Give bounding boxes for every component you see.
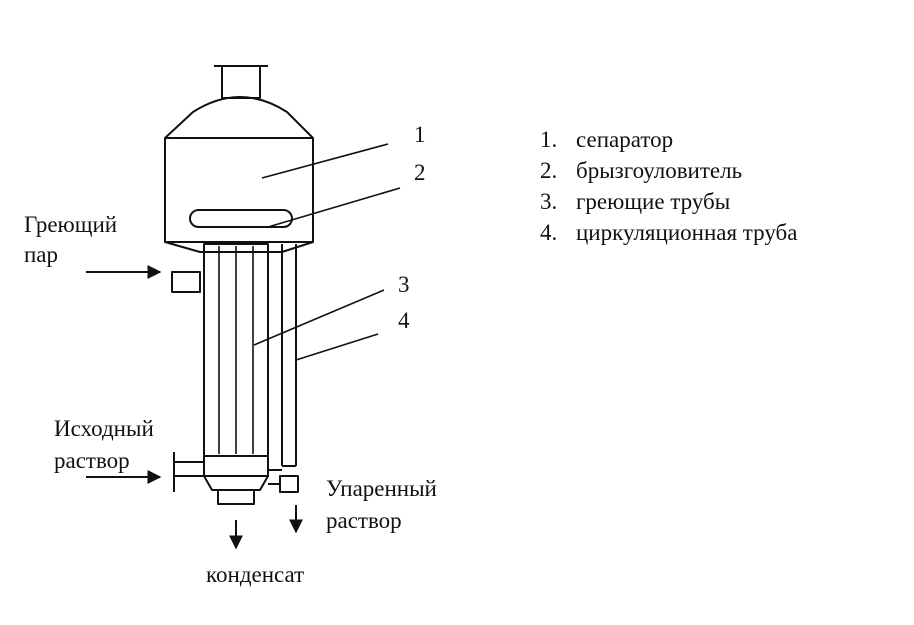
separator-bottom: [164, 241, 314, 253]
heating-tubes: [203, 243, 269, 457]
legend-num: 3.: [540, 189, 558, 214]
evaporated-solution-label-1: Упаренный: [326, 476, 437, 501]
callout-1: 1: [414, 122, 426, 147]
steam-inlet: [171, 271, 201, 293]
legend-item-separator: 1. сепаратор: [540, 124, 797, 155]
top-nozzle: [221, 65, 261, 99]
legend-num: 1.: [540, 127, 558, 152]
spray-catcher: [189, 209, 293, 228]
leader-4: [295, 333, 379, 361]
initial-solution-label-2: раствор: [54, 448, 130, 473]
separator-body: [164, 137, 314, 243]
leader-2: [267, 187, 401, 228]
condensate-label: конденсат: [206, 562, 304, 587]
circulation-tube: [279, 244, 299, 493]
separator-dome: [164, 96, 314, 139]
leader-1: [261, 143, 389, 179]
legend: 1. сепаратор 2. брызгоуловитель 3. греющие …: [540, 124, 797, 248]
initial-solution-inlet: [173, 452, 204, 492]
callout-4: 4: [398, 308, 410, 333]
legend-text: циркуляционная труба: [576, 220, 798, 245]
heating-steam-label-2: пар: [24, 242, 58, 267]
legend-num: 2.: [540, 158, 558, 183]
legend-text: греющие трубы: [576, 189, 731, 214]
legend-text: брызгоуловитель: [576, 158, 743, 183]
initial-solution-label-1: Исходный: [54, 416, 154, 441]
callout-3: 3: [398, 272, 410, 297]
heating-steam-label-1: Греющий: [24, 212, 117, 237]
legend-item-circulation-tube: 4. циркуляционная труба: [540, 217, 797, 248]
legend-item-spray-catcher: 2. брызгоуловитель: [540, 155, 797, 186]
legend-text: сепаратор: [576, 127, 674, 152]
legend-num: 4.: [540, 220, 558, 245]
leader-3: [253, 289, 385, 346]
callout-2: 2: [414, 160, 426, 185]
evaporated-solution-label-2: раствор: [326, 508, 402, 533]
legend-item-heating-tubes: 3. греющие трубы: [540, 186, 797, 217]
bottom-chamber: [203, 455, 269, 505]
